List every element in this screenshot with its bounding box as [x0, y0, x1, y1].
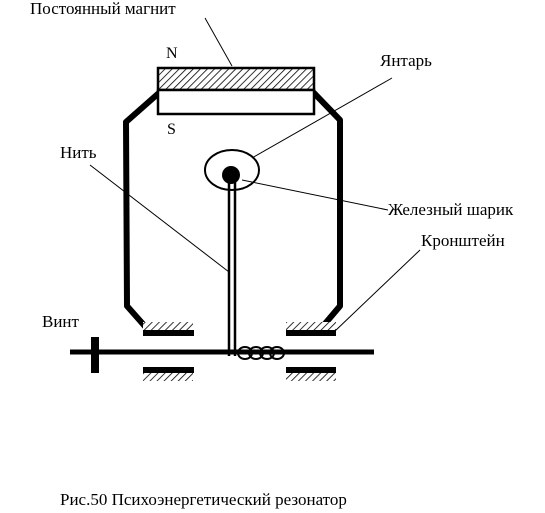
iron-ball-label: Железный шарик — [388, 200, 514, 219]
bracket-upper-right — [286, 322, 336, 336]
screw-label: Винт — [42, 312, 80, 331]
frame-left-wall — [123, 89, 162, 334]
iron-ball-leader — [241, 179, 389, 211]
south-pole-label: S — [167, 121, 176, 138]
bracket-upper-left — [143, 322, 194, 336]
bracket-lower-right — [286, 367, 336, 381]
magnet-leader — [204, 17, 233, 67]
bracket-lower-left — [143, 367, 194, 381]
amber-leader — [251, 77, 393, 159]
amber-ring — [204, 149, 260, 191]
thread-label: Нить — [60, 143, 97, 162]
thread-coil — [237, 346, 285, 360]
iron-ball — [222, 166, 240, 184]
permanent-magnet — [156, 66, 316, 116]
north-pole-label: N — [166, 45, 178, 62]
amber-label: Янтарь — [380, 51, 432, 70]
magnet-north-pole — [156, 66, 316, 92]
bracket-label: Кронштейн — [421, 231, 505, 250]
thread-leader — [89, 164, 230, 273]
figure-caption: Рис.50 Психоэнергетический резонатор — [60, 490, 347, 509]
magnet-south-pole — [156, 88, 316, 116]
bracket-leader — [333, 249, 421, 333]
magnet-label: Постоянный магнит — [30, 0, 176, 18]
frame-right-wall — [310, 89, 343, 334]
